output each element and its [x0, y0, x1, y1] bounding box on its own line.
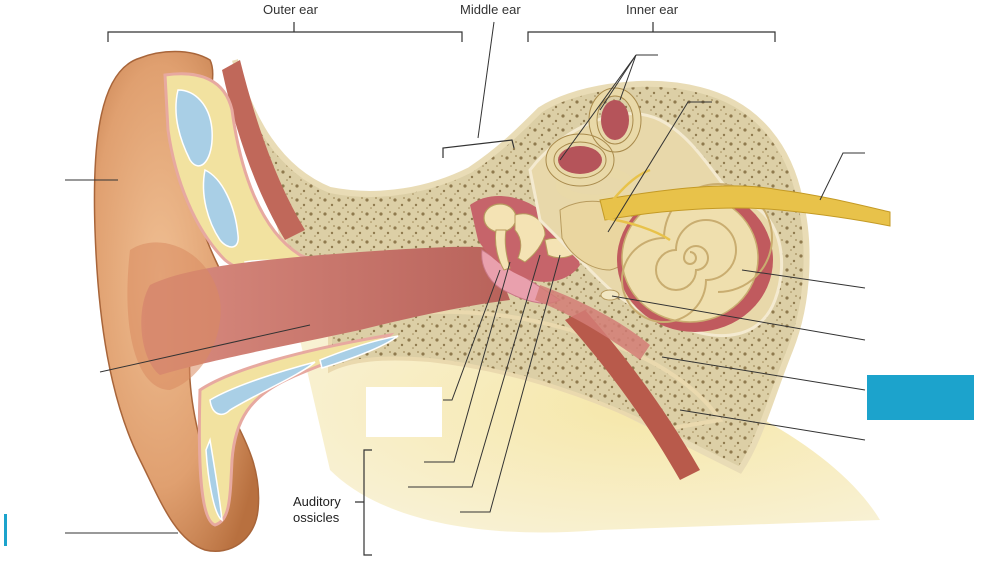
leader-semicircular-3: [559, 54, 637, 161]
leader-incus-2: [408, 254, 541, 488]
lower-muscle: [565, 310, 700, 480]
auditory-ossicles-label-line2: ossicles: [293, 510, 340, 525]
middle-ear-bracket: [442, 139, 515, 158]
malleus-head: [483, 203, 517, 233]
leader-auditory-tube: [679, 409, 866, 441]
outer-ear-bracket: [107, 22, 463, 42]
leader-round-window: [611, 295, 866, 341]
leader-nerve: [819, 152, 865, 201]
leader-middle-ear: [477, 21, 495, 139]
cochlea-spiral: [621, 183, 773, 323]
leader-semicircular-2: [599, 54, 637, 111]
auditory-ossicles-label: Auditory ossicles: [293, 494, 341, 526]
upper-muscle: [222, 60, 305, 240]
canal-lumen: [558, 100, 629, 174]
leader-muscle: [661, 356, 866, 391]
highlighted-label-box[interactable]: [867, 375, 974, 420]
auditory-ossicles-label-line1: Auditory: [293, 494, 341, 509]
leader-stapes: [460, 254, 561, 513]
auditory-tube: [535, 285, 650, 360]
round-window: [600, 289, 620, 301]
blank-label-area: [366, 387, 442, 437]
malleus-handle: [495, 229, 511, 271]
ear-canal: [141, 246, 511, 375]
inner-ear-label: Inner ear: [626, 2, 679, 17]
leader-incus: [424, 261, 511, 463]
leader-lines: [65, 21, 866, 534]
section-brackets: [107, 22, 776, 556]
soft-tissue: [300, 321, 880, 533]
cartilage-5: [319, 335, 399, 369]
concha: [127, 242, 221, 390]
leader-vestibule: [607, 101, 712, 233]
cartilage-2: [202, 168, 239, 248]
lower-bone: [328, 309, 724, 433]
incus: [514, 213, 546, 263]
cartilage-6: [205, 437, 223, 522]
cartilage-4: [209, 361, 316, 416]
nerve-fibers: [604, 168, 671, 242]
outer-ear-label: Outer ear: [263, 2, 318, 17]
leader-cochlea: [741, 269, 866, 289]
edge-marker: [4, 514, 7, 546]
auditory-ossicles-bracket: [355, 449, 372, 556]
inner-ear-bracket: [527, 22, 776, 42]
middle-ear-label: Middle ear: [460, 2, 521, 17]
leader-malleus: [443, 269, 501, 401]
cartilage-1: [175, 89, 213, 167]
vestibulocochlear-nerve: [599, 185, 891, 227]
semicircular-canals: [545, 87, 642, 204]
leader-ear-canal: [99, 324, 311, 373]
leader-semicircular-4: [619, 54, 637, 101]
